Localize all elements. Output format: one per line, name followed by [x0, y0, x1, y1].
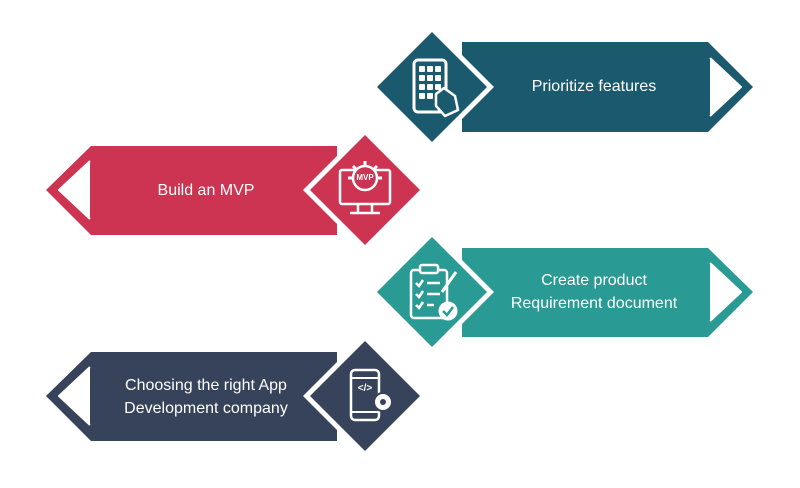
step-3-label-line1: Create product: [541, 272, 647, 289]
step-4-chevron: [58, 366, 91, 426]
mvp-gear-monitor-icon: [338, 161, 392, 215]
mvp-icon-text: MVP: [356, 173, 374, 182]
checklist-clipboard-icon: [409, 263, 458, 321]
step-4-arrow-banner: [46, 352, 337, 441]
step-2-chevron: [58, 160, 91, 220]
step-3-label-line2: Requirement document: [510, 295, 678, 312]
step-4-label-line2: Development company: [124, 400, 288, 417]
step-1-chevron: [709, 57, 742, 117]
step-4-diamond: [310, 341, 420, 451]
step-3-arrow-banner: [462, 248, 753, 337]
mobile-code-settings-icon: [349, 368, 393, 422]
step-2-arrow-banner: [46, 146, 337, 235]
step-2-label: Build an MVP: [157, 182, 255, 199]
step-3-chevron: [709, 262, 742, 322]
step-choose-app-development-company: [46, 334, 427, 458]
step-3-diamond: [377, 237, 487, 347]
tablet-touch-icon: [412, 58, 460, 118]
step-build-mvp: [46, 128, 427, 252]
step-1-label: Prioritize features: [531, 78, 657, 95]
step-1-arrow-banner: [462, 42, 753, 132]
step-4-label: Choosing the right App Development compa…: [90, 374, 322, 420]
step-prioritize-features: [370, 25, 753, 149]
step-4-label-line1: Choosing the right App: [125, 377, 287, 394]
step-3-label: Create product Requirement document: [478, 269, 710, 315]
code-icon-text: </>: [357, 383, 373, 394]
step-create-requirement-document: [370, 230, 753, 354]
